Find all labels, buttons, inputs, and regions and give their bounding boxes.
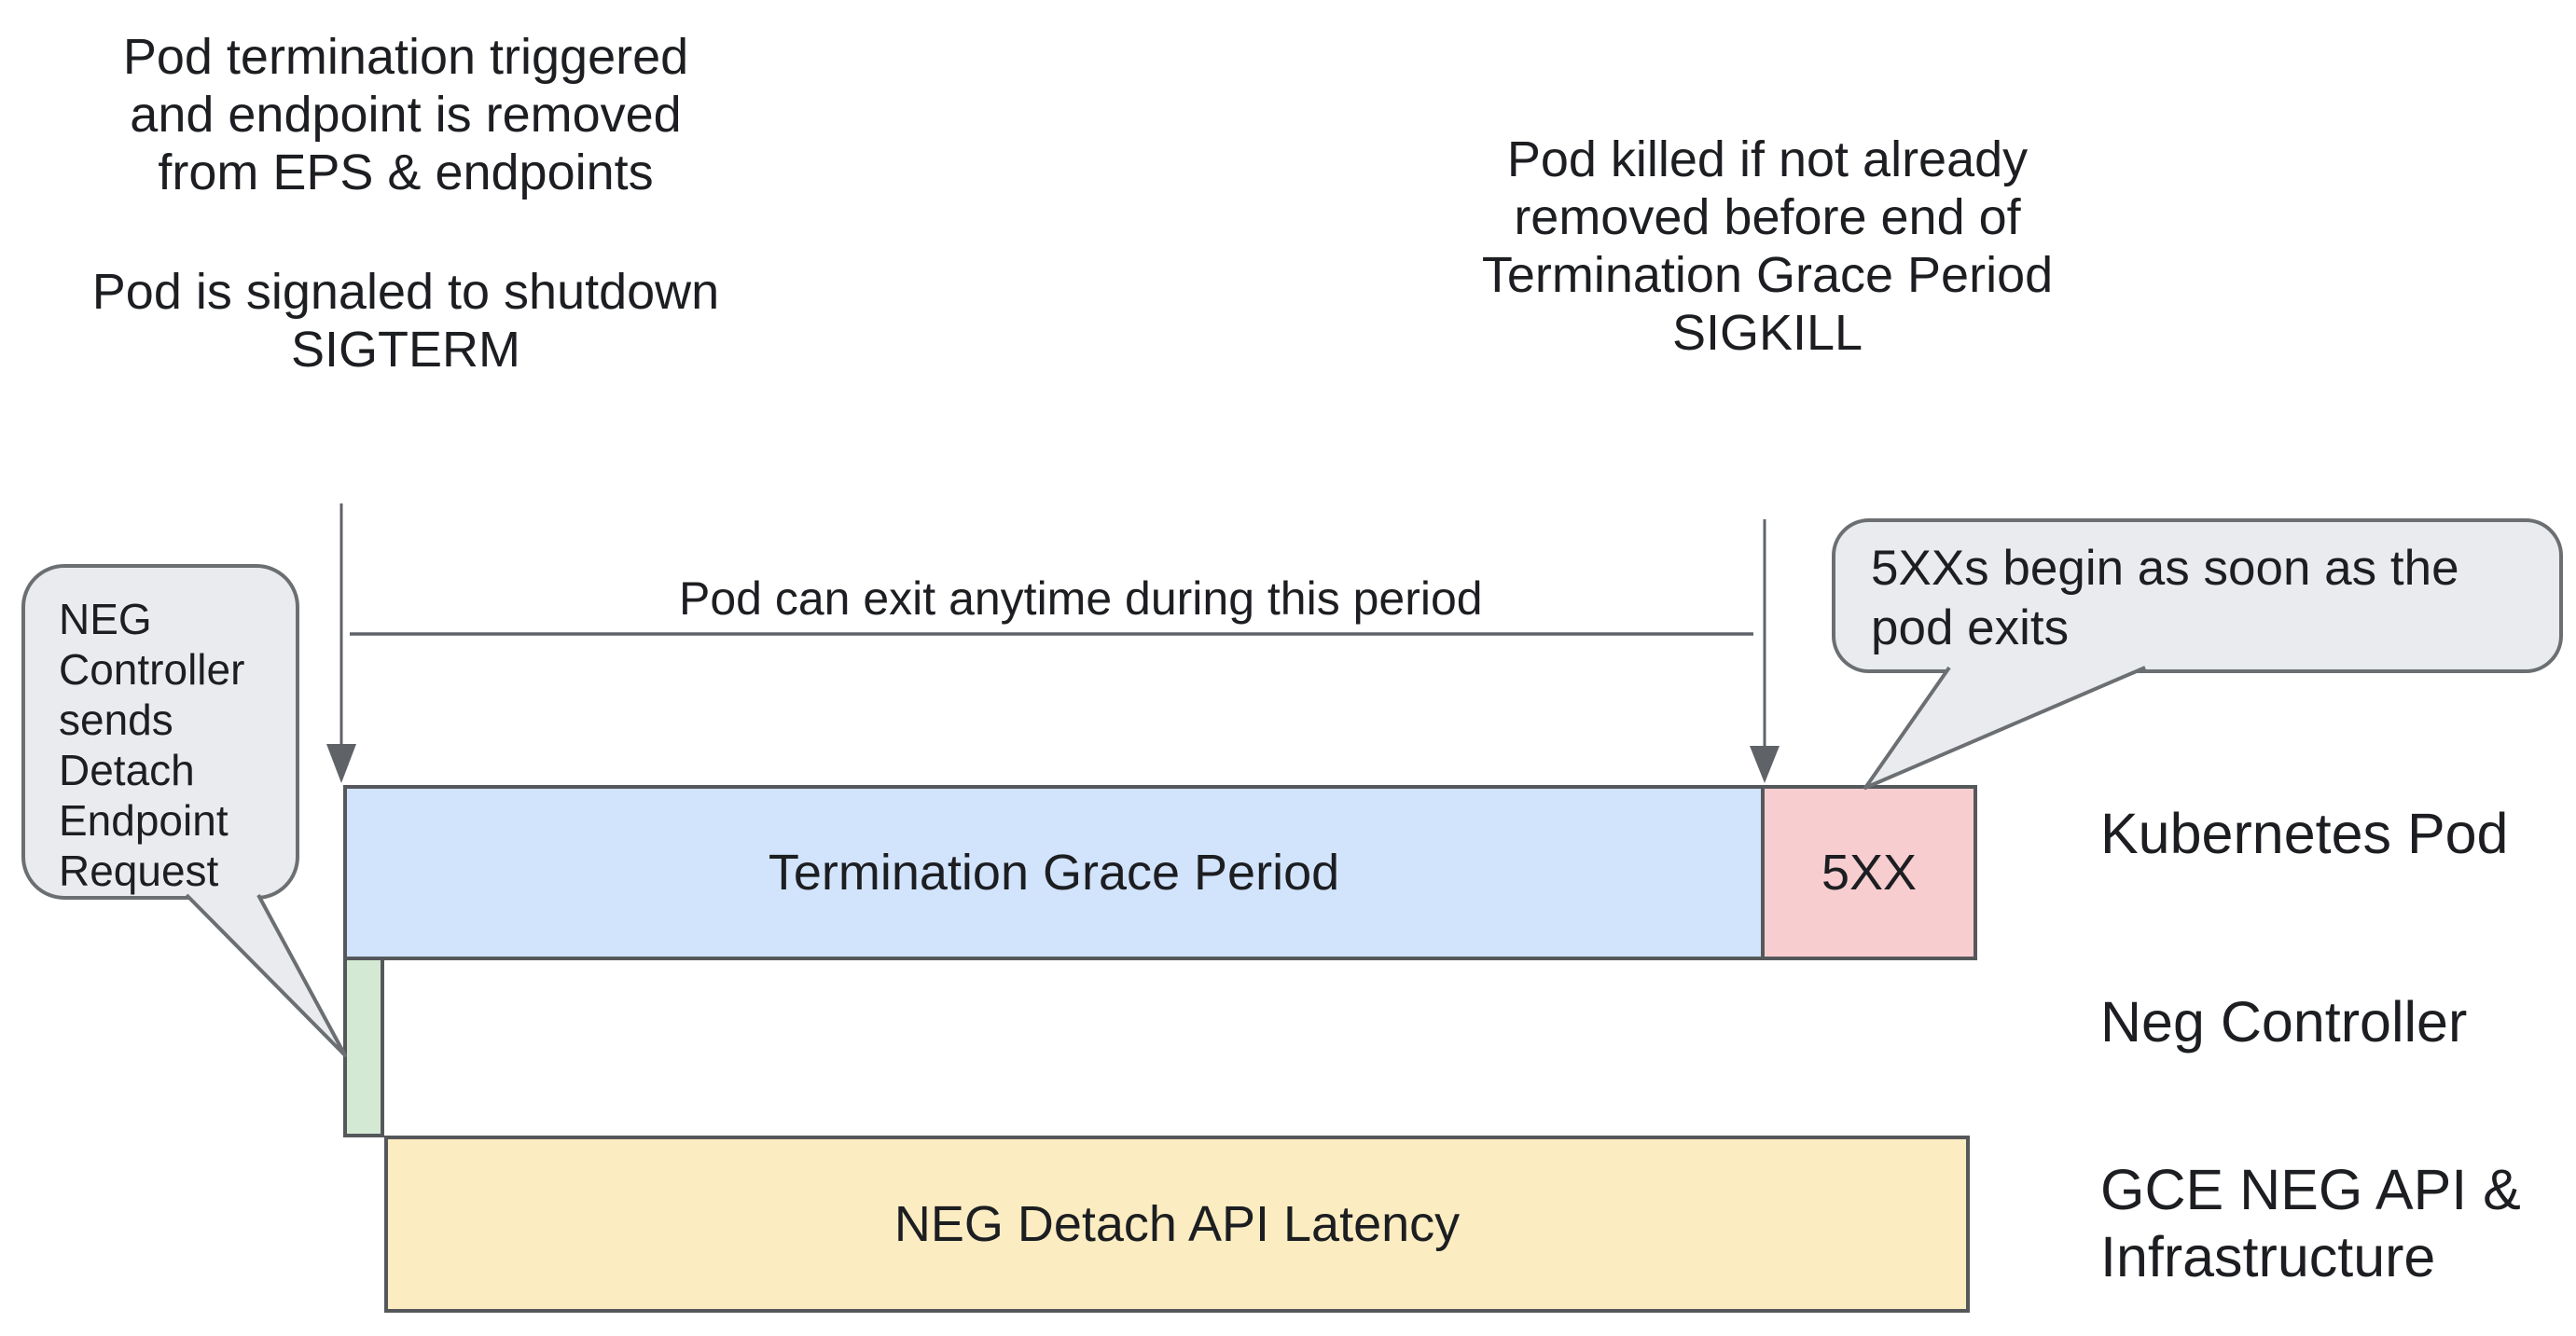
termination-grace-period-label: Termination Grace Period (768, 845, 1340, 901)
lane-label-gce-neg-api: GCE NEG API & Infrastructure (2100, 1156, 2576, 1290)
annotation-line: from EPS & endpoints (158, 145, 654, 200)
annotation-line: and endpoint is removed (130, 87, 682, 143)
error-5xx-label: 5XX (1821, 845, 1918, 901)
annotation-pod-killed: Pod killed if not already removed before… (1394, 131, 2140, 362)
sigterm-arrowhead-icon (326, 744, 356, 783)
exit-window-note: Pod can exit anytime during this period (679, 572, 1483, 625)
annotation-line: Pod is signaled to shutdown (91, 264, 720, 320)
callout-line: Endpoint (59, 796, 229, 845)
annotation-line: Termination Grace Period (1481, 247, 2054, 303)
lane-label-line: Neg Controller (2100, 990, 2468, 1054)
callout-line: Detach (59, 746, 195, 794)
neg-detach-latency-bar: NEG Detach API Latency (384, 1136, 1970, 1313)
callout-line: sends (59, 696, 173, 744)
callout-line: 5XXs begin as soon as the (1871, 541, 2459, 596)
callout-errors-begin: 5XXs begin as soon as the pod exits (1832, 518, 2563, 673)
lane-label-line: Kubernetes Pod (2100, 802, 2509, 865)
annotation-line: Pod killed if not already (1506, 131, 2029, 187)
error-5xx-bar: 5XX (1765, 785, 1977, 960)
callout-line: Request (59, 847, 219, 895)
callout-right-tail (1863, 666, 2146, 790)
lane-label-line: Infrastructure (2100, 1225, 2436, 1288)
callout-line: pod exits (1871, 600, 2070, 655)
annotation-line: removed before end of (1514, 189, 2021, 245)
annotation-termination-trigger: Pod termination triggered and endpoint i… (19, 28, 793, 201)
callout-neg-detach-request: NEG Controller sends Detach Endpoint Req… (21, 564, 299, 900)
termination-grace-period-bar: Termination Grace Period (343, 785, 1765, 960)
lane-label-neg-controller: Neg Controller (2100, 988, 2576, 1056)
callout-line: NEG (59, 595, 152, 643)
annotation-line: SIGTERM (290, 322, 520, 378)
lane-label-kubernetes-pod: Kubernetes Pod (2100, 800, 2576, 868)
annotation-line: Pod termination triggered (122, 29, 689, 85)
callout-left-tail (185, 893, 347, 1057)
callout-line: Controller (59, 645, 245, 694)
sigkill-arrowhead-icon (1750, 746, 1780, 783)
neg-detach-request-bar (343, 960, 384, 1137)
lane-label-line: GCE NEG API & (2100, 1158, 2521, 1221)
neg-detach-latency-label: NEG Detach API Latency (893, 1196, 1461, 1252)
annotation-shutdown-signal: Pod is signaled to shutdown SIGTERM (19, 263, 793, 379)
annotation-line: SIGKILL (1671, 305, 1863, 361)
